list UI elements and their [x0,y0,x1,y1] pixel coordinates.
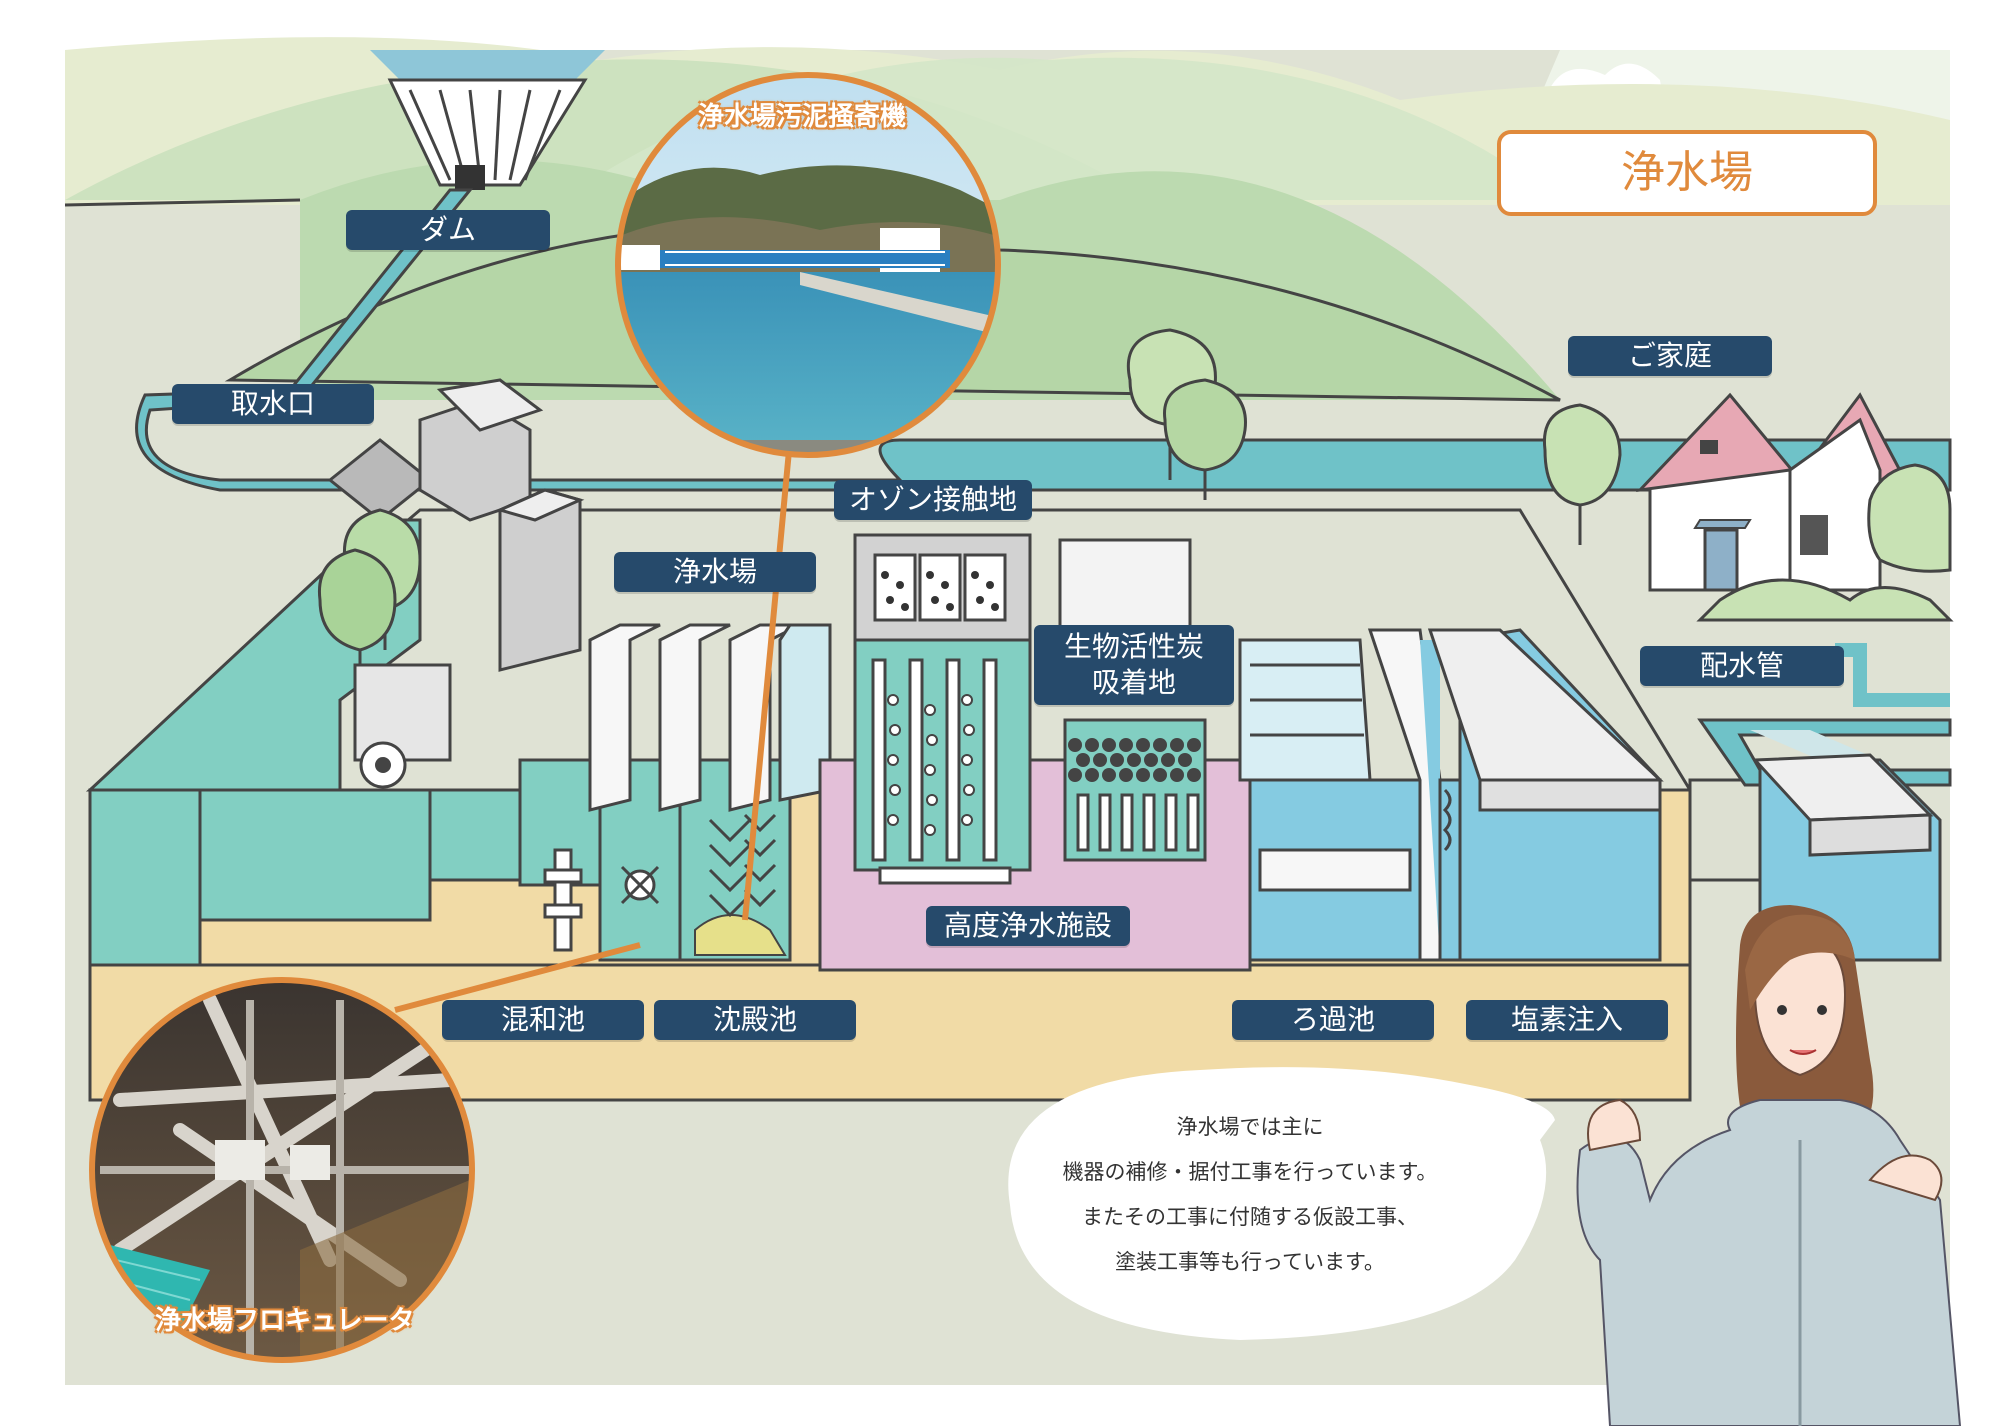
page-title: 浄水場 [1497,130,1877,216]
label-advanced-treatment: 高度浄水施設 [926,906,1130,946]
label-filtration-basin: ろ過池 [1232,1000,1434,1040]
dam [370,50,605,190]
caption-sludge-scraper: 浄水場汚泥掻寄機 [698,102,907,132]
label-plant: 浄水場 [614,552,816,592]
connector-top [742,439,793,921]
speech-line-4: 塗装工事等も行っています。 [1115,1250,1385,1274]
worker-illustration [1576,905,1962,1426]
mixing-basin [198,758,682,962]
label-activated-carbon-line1: 生物活性炭 [1063,630,1204,663]
label-dam: ダム [346,210,550,250]
caption-flocculator: 浄水場フロキュレータ [155,1306,415,1336]
speech-text: 浄水場では主に 機器の補修・据付工事を行っています。 またその工事に付随する仮設… [990,1105,1510,1285]
filtration-basin [1238,628,1462,962]
distribution-pipes [1688,643,1952,962]
label-sedimentation-basin: 沈殿池 [654,1000,856,1040]
speech-bubble [1008,1067,1555,1340]
photo-flocculator [92,980,472,1360]
advanced-treatment-area [818,533,1252,972]
label-chlorine-injection: 塩素注入 [1466,1000,1668,1040]
label-ozone: オゾン接触地 [834,480,1032,520]
trees-left [317,508,422,690]
photo-sludge-scraper [618,75,998,455]
speech-line-1: 浄水場では主に [1176,1115,1324,1139]
speech-line-2: 機器の補修・据付工事を行っています。 [1062,1160,1438,1184]
chlorine-basin [1427,628,1664,962]
connector-bottom [394,942,641,1013]
label-intake: 取水口 [172,384,374,424]
speech-line-3: またその工事に付随する仮設工事、 [1082,1205,1418,1229]
label-activated-carbon: 生物活性炭 吸着地 [1034,625,1234,705]
trees-right [1126,328,1952,573]
label-distribution-pipe: 配水管 [1640,646,1844,686]
label-mixing-basin: 混和池 [442,1000,644,1040]
label-activated-carbon-line2: 吸着地 [1091,666,1176,699]
label-home: ご家庭 [1568,336,1772,376]
